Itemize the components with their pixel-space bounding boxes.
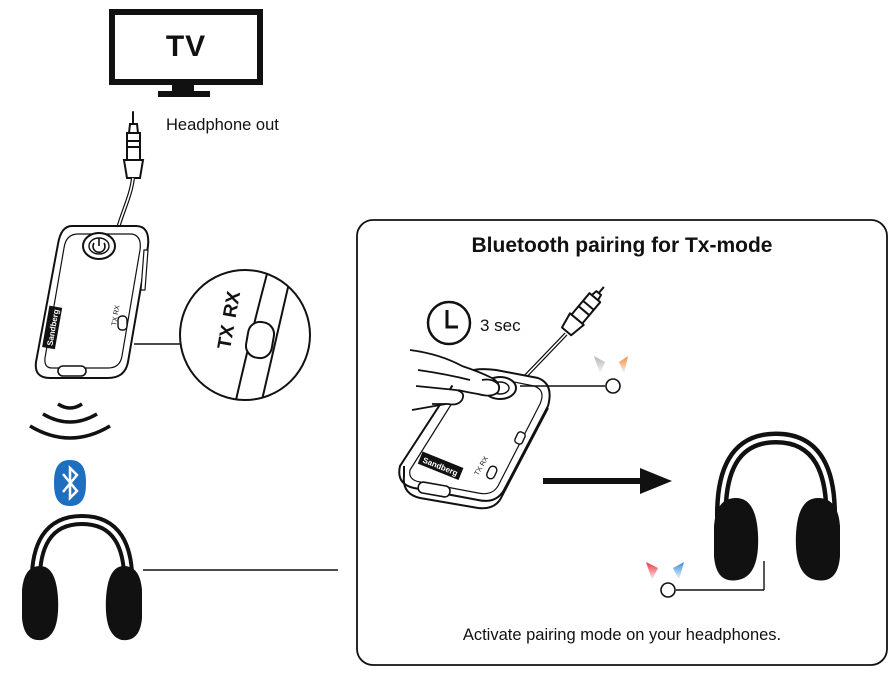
arrow-right-icon bbox=[543, 468, 672, 494]
headphone-out-label: Headphone out bbox=[166, 116, 279, 134]
rx-zoom-label: RX bbox=[220, 289, 245, 319]
timer-label: 3 sec bbox=[480, 316, 521, 335]
signal-waves-icon bbox=[29, 402, 111, 440]
headphone-led bbox=[660, 582, 676, 598]
transmitter-device-3d: Sandberg TX RX bbox=[398, 368, 551, 510]
rx-small-label: RX bbox=[113, 304, 122, 315]
switch-zoom-lens: TX RX bbox=[179, 269, 311, 401]
audio-jack-icon bbox=[122, 111, 145, 179]
tx-zoom-label: TX bbox=[214, 323, 239, 351]
panel-title: Bluetooth pairing for Tx-mode bbox=[471, 234, 773, 257]
tx-small-label: TX bbox=[111, 316, 120, 326]
rx-small-label-3d: RX bbox=[479, 455, 490, 467]
instruction-text: Activate pairing mode on your headphones… bbox=[462, 626, 782, 644]
clock-icon bbox=[426, 300, 472, 346]
headphones-icon bbox=[714, 431, 840, 581]
headphones-icon bbox=[22, 513, 142, 641]
pairing-panel bbox=[356, 219, 888, 666]
tv-icon bbox=[109, 9, 263, 97]
power-button-icon bbox=[82, 232, 116, 260]
bluetooth-icon bbox=[54, 460, 86, 506]
tx-small-label-3d: TX bbox=[474, 465, 485, 477]
device-led-glow bbox=[594, 356, 628, 374]
audio-jack-icon bbox=[560, 286, 605, 337]
headphone-led-glow bbox=[646, 562, 684, 580]
hand-icon bbox=[409, 349, 501, 411]
tv-label: TV bbox=[165, 30, 207, 63]
transmitter-device: Sandberg TX RX bbox=[34, 225, 150, 379]
device-led bbox=[605, 378, 621, 394]
